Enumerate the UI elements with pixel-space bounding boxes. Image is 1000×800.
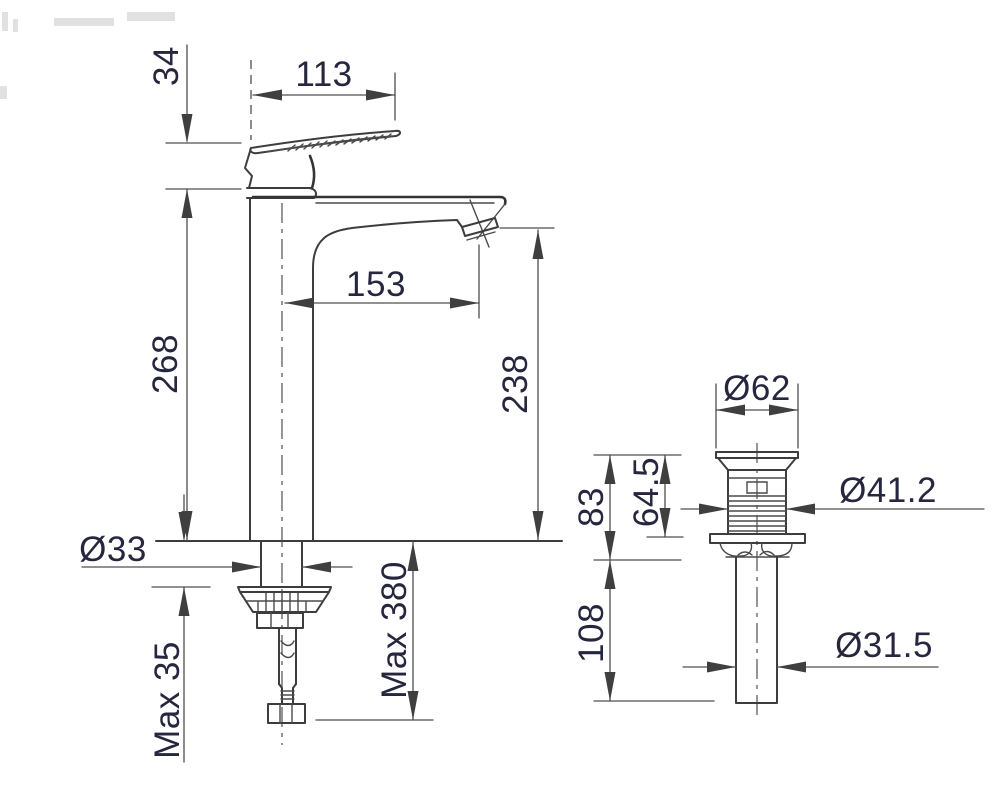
- dim-label-153: 153: [346, 265, 406, 304]
- drain-threads: [727, 495, 787, 532]
- drain-locknut: [709, 533, 806, 544]
- dim-label-108: 108: [572, 603, 611, 663]
- dimension-dia-62: Ø62: [715, 369, 799, 449]
- dim-label-dia-31-5: Ø31.5: [835, 626, 933, 665]
- drain-flange: [715, 451, 799, 459]
- faucet-shank-and-fittings: [237, 540, 332, 724]
- dim-label-dia-41-2: Ø41.2: [839, 471, 937, 510]
- dimension-83: 83: [572, 454, 616, 561]
- dimension-108: 108: [572, 559, 616, 702]
- handle-hatching: [287, 133, 392, 152]
- dimension-113: 113: [250, 55, 396, 140]
- drain-body: [709, 451, 806, 704]
- aerator: [461, 217, 499, 237]
- dim-label-dia-33: Ø33: [79, 530, 147, 569]
- dimension-max-35: Max 35: [148, 494, 211, 763]
- dim-label-64-5: 64.5: [627, 457, 666, 527]
- drain-plug-slot: [746, 481, 768, 494]
- faucet-head: [244, 147, 318, 199]
- dimension-238: 238: [496, 227, 555, 541]
- dim-label-268: 268: [146, 334, 185, 394]
- faucet-side-view: 113 34 268 153: [79, 44, 563, 763]
- dimension-max-380: Max 380: [315, 541, 434, 721]
- faucet-body-and-spout: [249, 195, 507, 541]
- dimension-dia-41-2: Ø41.2: [680, 471, 985, 515]
- supply-hose: [278, 627, 297, 685]
- dim-label-max-35: Max 35: [148, 641, 187, 759]
- hose-nut: [267, 703, 306, 724]
- dim-label-34: 34: [147, 46, 186, 86]
- watermark-artifact: [0, 12, 175, 99]
- drain-tailpipe: [735, 556, 778, 704]
- dimension-64-5: 64.5: [627, 454, 671, 538]
- faucet-handle: [249, 129, 401, 155]
- drain-gasket: [719, 542, 793, 558]
- dimension-153: 153: [284, 244, 480, 319]
- pop-up-drain-view: Ø62 83 64.5 108 Ø: [572, 369, 985, 716]
- dimension-dia-33: Ø33: [79, 530, 353, 573]
- dim-label-83: 83: [572, 487, 611, 527]
- dimension-268: 268: [146, 188, 193, 541]
- spout-axis-line: [469, 199, 490, 248]
- spout-tip-cut: [476, 203, 506, 240]
- dim-label-238: 238: [496, 354, 535, 414]
- dim-label-dia-62: Ø62: [723, 369, 791, 408]
- dim-label-max-380: Max 380: [375, 561, 414, 699]
- dimension-34: 34: [147, 44, 242, 190]
- dimension-dia-31-5: Ø31.5: [682, 626, 939, 673]
- dim-label-113: 113: [295, 55, 352, 94]
- escutcheon-cone: [237, 586, 332, 613]
- locknut: [256, 612, 304, 629]
